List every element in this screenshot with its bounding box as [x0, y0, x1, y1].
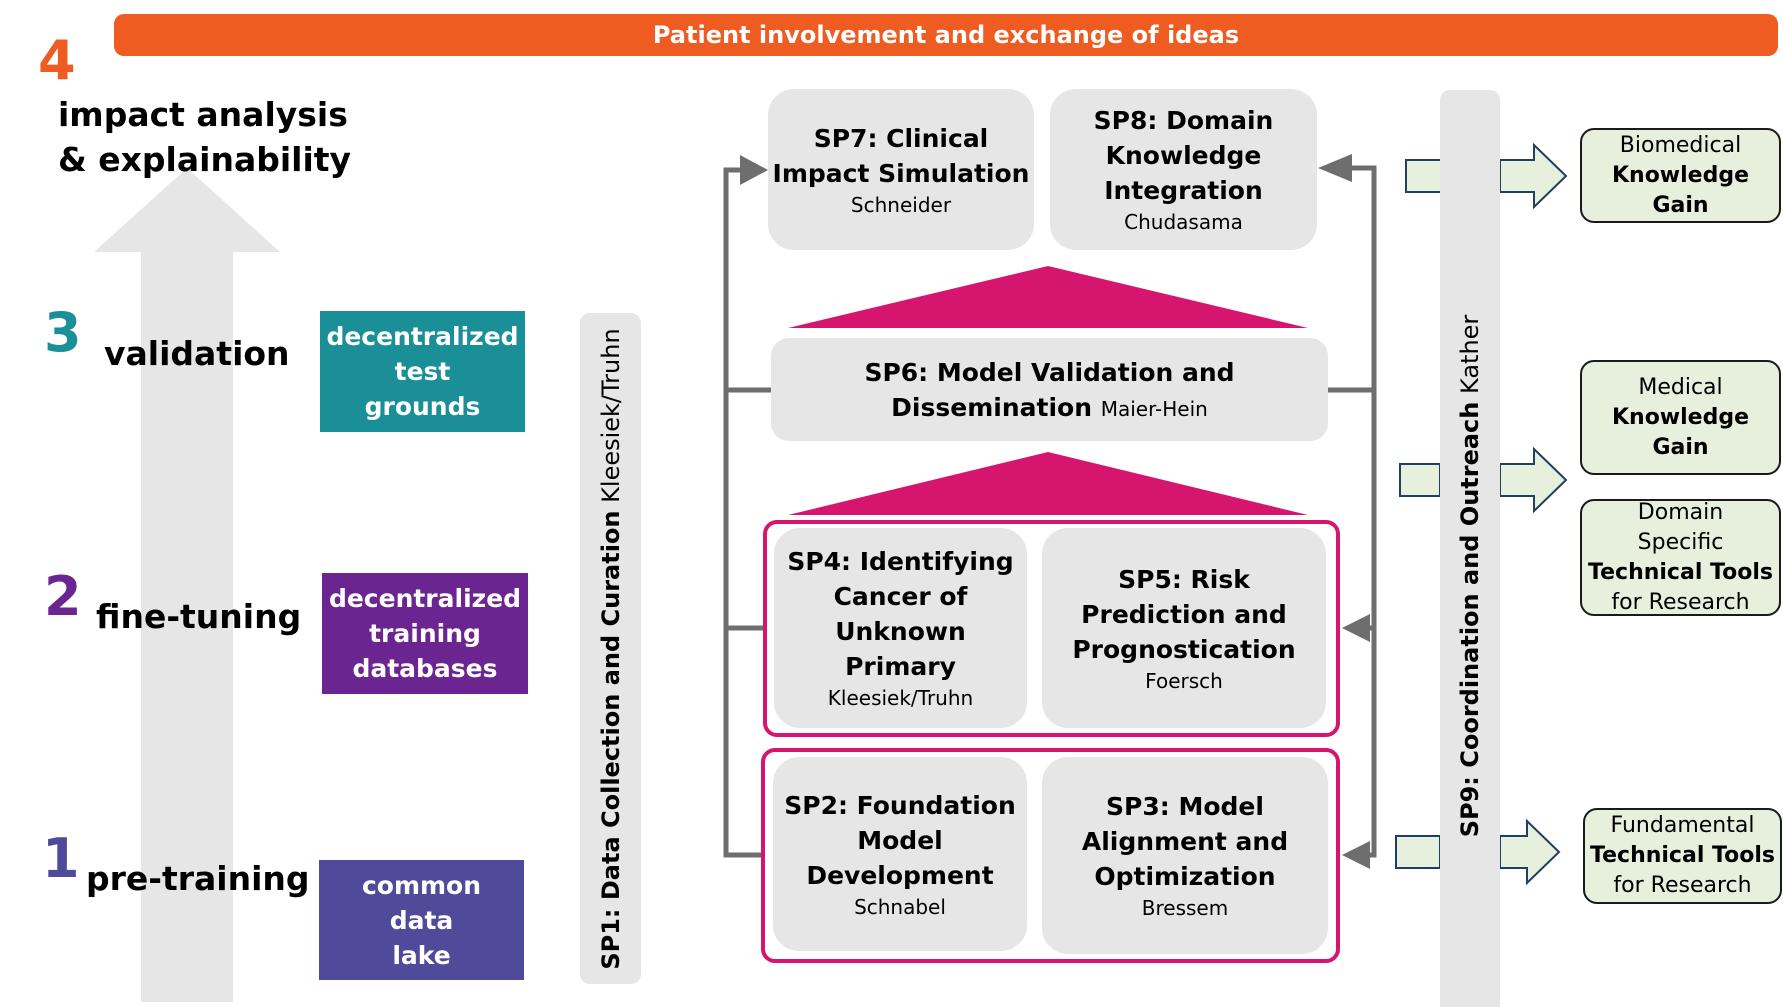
sp4-lead: Kleesiek/Truhn: [827, 686, 974, 710]
sp6-title-line2: Dissemination: [891, 392, 1092, 422]
sp2-card: SP2: Foundation Model Development Schnab…: [773, 757, 1027, 951]
sp5-card: SP5: Risk Prediction and Prognostication…: [1042, 528, 1326, 728]
stage-1-number: 1: [42, 827, 80, 890]
output-medical-knowledge-gain: Medical Knowledge Gain: [1580, 360, 1781, 475]
sp1-bar: SP1: Data Collection and Curation Kleesi…: [580, 313, 641, 984]
stage-4-label: impact analysis & explainability: [58, 95, 352, 179]
inbound-arrow-2: [1399, 463, 1441, 497]
patient-involvement-banner: Patient involvement and exchange of idea…: [114, 14, 1778, 56]
output-2-top: Medical: [1638, 374, 1723, 400]
arrow-to-sp8: [1318, 154, 1352, 182]
outbound-arrow-1: [1499, 142, 1568, 210]
sp6-card: SP6: Model Validation and Dissemination …: [771, 338, 1328, 441]
sp8-title: SP8: Domain Knowledge Integration: [1093, 106, 1274, 205]
left-feedback-line: [723, 167, 771, 858]
inbound-arrow-1: [1405, 159, 1443, 193]
sp6-title-line2-wrap: Dissemination Maier-Hein: [891, 390, 1208, 425]
common-data-lake-box: common data lake: [319, 860, 524, 980]
decentralized-test-grounds-box: decentralized test grounds: [320, 311, 525, 432]
output-4-bottom: for Research: [1613, 873, 1752, 898]
sp2-title: SP2: Foundation Model Development: [784, 790, 1016, 890]
sp9-lead: Kather: [1456, 314, 1484, 394]
banner-text: Patient involvement and exchange of idea…: [652, 21, 1240, 49]
output-biomedical-knowledge-gain: Biomedical Knowledge Gain: [1580, 128, 1781, 223]
sp2-lead: Schnabel: [854, 894, 946, 919]
output-fundamental-tools: Fundamental Technical Tools for Research: [1583, 808, 1782, 904]
sp6-lead: Maier-Hein: [1100, 396, 1208, 421]
sp7-title: SP7: Clinical Impact Simulation: [772, 123, 1030, 188]
output-3-bold: Technical Tools: [1588, 559, 1773, 585]
sp6-title-line1: SP6: Model Validation and: [864, 357, 1235, 387]
sp1-label: SP1: Data Collection and Curation Kleesi…: [597, 328, 625, 969]
output-1-top: Biomedical: [1619, 132, 1742, 158]
sp8-lead: Chudasama: [1124, 210, 1243, 234]
triangle-middle: [788, 452, 1308, 515]
sp9-label: SP9: Coordination and Outreach Kather: [1456, 315, 1484, 838]
output-3-bottom: for Research: [1611, 589, 1750, 615]
sp8-card: SP8: Domain Knowledge Integration Chudas…: [1050, 89, 1317, 250]
outbound-arrow-2: [1499, 446, 1568, 514]
output-4-top: Fundamental: [1610, 813, 1755, 838]
decentralized-training-databases-box: decentralized training databases: [322, 573, 528, 694]
output-4-bold: Technical Tools: [1590, 843, 1775, 868]
sp5-title: SP5: Risk Prediction and Prognostication: [1072, 564, 1296, 664]
arrow-to-sp5: [1342, 614, 1370, 642]
sp1-lead: Kleesiek/Truhn: [596, 327, 625, 503]
sp7-lead: Schneider: [850, 192, 952, 217]
stage-2-number: 2: [44, 565, 82, 628]
stage-4-number: 4: [38, 29, 76, 92]
output-3-top: Domain Specific: [1637, 499, 1724, 555]
stage-2-label: fine-tuning: [96, 597, 302, 636]
arrow-to-sp7: [740, 155, 768, 185]
sp1-title: SP1: Data Collection and Curation: [596, 509, 625, 970]
sp5-lead: Foersch: [1145, 668, 1223, 693]
triangle-top: [788, 266, 1308, 328]
sp3-card: SP3: Model Alignment and Optimization Br…: [1042, 757, 1328, 954]
stage-3-number: 3: [44, 301, 82, 364]
outbound-arrow-3: [1499, 818, 1561, 886]
progress-up-arrow: [94, 168, 280, 1002]
sp2-sp3-frame: [761, 748, 1340, 963]
sp3-title: SP3: Model Alignment and Optimization: [1081, 792, 1289, 891]
sp4-sp5-frame: [763, 520, 1340, 737]
sp7-card: SP7: Clinical Impact Simulation Schneide…: [768, 89, 1034, 250]
output-1-bold: Knowledge Gain: [1611, 162, 1750, 218]
sp3-lead: Bressem: [1141, 896, 1229, 920]
stage-1-label: pre-training: [86, 859, 310, 898]
sp9-bar: SP9: Coordination and Outreach Kather: [1440, 90, 1500, 1007]
sp9-title: SP9: Coordination and Outreach: [1456, 401, 1484, 838]
sp4-card: SP4: Identifying Cancer of Unknown Prima…: [774, 528, 1027, 728]
stage-3-label: validation: [104, 334, 290, 373]
output-domain-specific-tools: Domain Specific Technical Tools for Rese…: [1580, 499, 1781, 616]
arrow-to-sp3: [1342, 841, 1370, 869]
output-2-bold: Knowledge Gain: [1611, 404, 1750, 460]
sp4-title: SP4: Identifying Cancer of Unknown Prima…: [787, 547, 1014, 681]
inbound-arrow-3: [1395, 835, 1441, 869]
